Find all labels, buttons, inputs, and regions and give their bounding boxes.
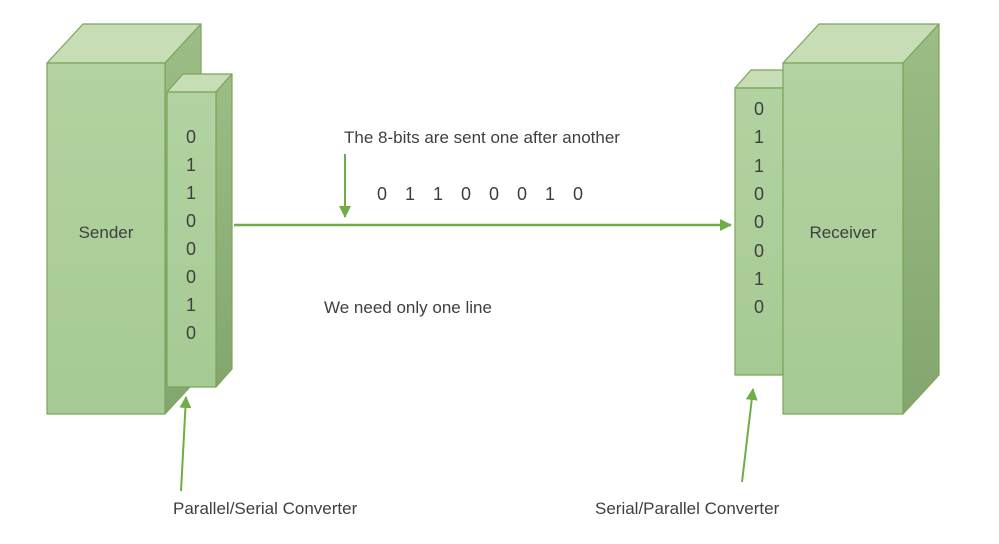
sender-bit: 1 (186, 295, 196, 315)
serial-bit: 0 (489, 184, 499, 204)
sender-bit: 0 (186, 127, 196, 147)
serial-bit: 0 (461, 184, 471, 204)
receiver-box-side-face (902, 23, 940, 415)
right-converter-pointer-arrow (741, 388, 758, 483)
sender-bit: 0 (186, 323, 196, 343)
serial-bit: 1 (545, 184, 555, 204)
sender-label: Sender (79, 223, 134, 242)
converter-left-side-face (215, 73, 233, 388)
sender-box-front-face (46, 62, 166, 415)
serial-bit: 0 (573, 184, 583, 204)
receiver-bit: 1 (754, 156, 764, 176)
top-caption: The 8-bits are sent one after another (344, 128, 620, 147)
sender-bit: 0 (186, 211, 196, 231)
receiver-bit-column: 0 1 1 0 0 0 1 0 (754, 99, 764, 317)
receiver-bit: 0 (754, 212, 764, 232)
sender-bit: 1 (186, 183, 196, 203)
serial-bit: 1 (433, 184, 443, 204)
sender-bit: 0 (186, 239, 196, 259)
receiver-bit: 0 (754, 297, 764, 317)
receiver-bit: 0 (754, 184, 764, 204)
serial-bit: 0 (377, 184, 387, 204)
right-converter-label: Serial/Parallel Converter (595, 499, 780, 518)
sender-bit-column: 0 1 1 0 0 0 1 0 (186, 127, 196, 343)
parallel-serial-converter: 0 1 1 0 0 0 1 0 (166, 73, 233, 388)
sender-bit: 1 (186, 155, 196, 175)
receiver-bit: 0 (754, 241, 764, 261)
serial-bit: 1 (405, 184, 415, 204)
bottom-caption: We need only one line (324, 298, 492, 317)
sender-bit: 0 (186, 267, 196, 287)
receiver-box-front-face (782, 62, 904, 415)
left-converter-pointer-arrow (179, 396, 192, 492)
receiver-label: Receiver (809, 223, 876, 242)
receiver-bit: 1 (754, 127, 764, 147)
converter-left-front-face (166, 91, 217, 388)
receiver-bit: 0 (754, 99, 764, 119)
receiver-bit: 1 (754, 269, 764, 289)
receiver-box: Receiver (782, 23, 940, 415)
serial-bit: 0 (517, 184, 527, 204)
converter-right-front-face (734, 87, 784, 376)
left-converter-label: Parallel/Serial Converter (173, 499, 358, 518)
serial-bits-row: 0 1 1 0 0 0 1 0 (377, 184, 583, 204)
